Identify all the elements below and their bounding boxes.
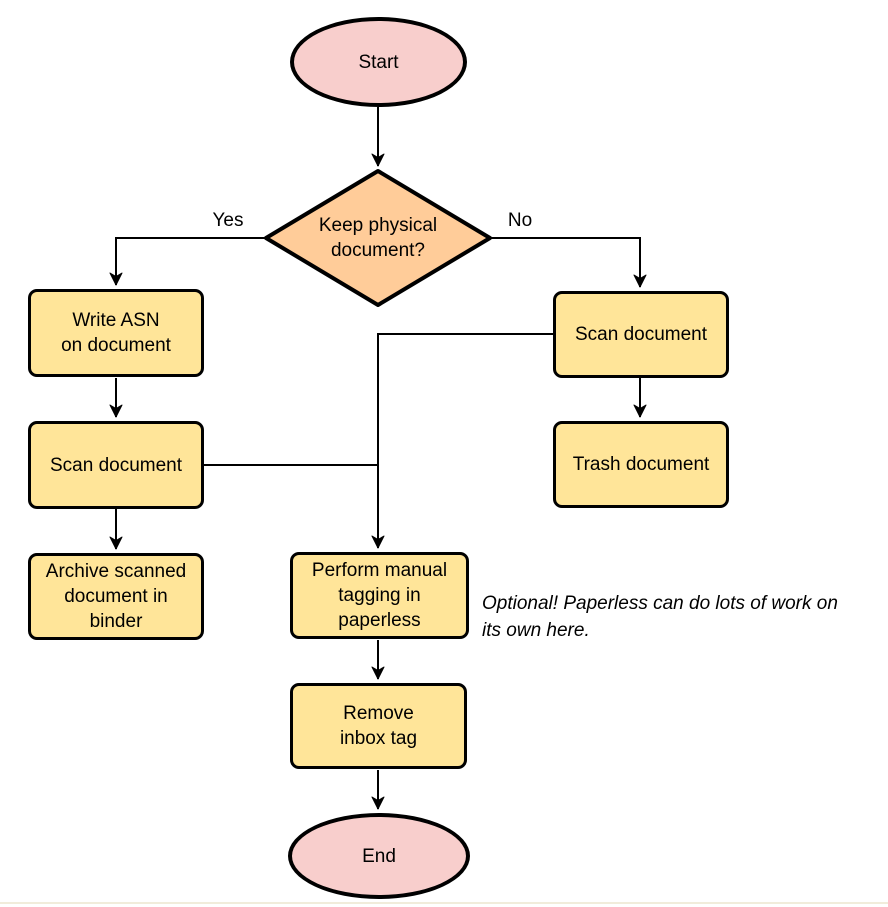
edge-decision-yes-to-write-asn xyxy=(109,237,265,286)
edge-label-no: No xyxy=(507,210,533,231)
process-scan-document-left: Scan document xyxy=(28,421,204,509)
process-scan-document-right: Scan document xyxy=(553,291,729,378)
process-trash-document-label: Trash document xyxy=(572,454,710,475)
process-scan-document-right-label: Scan document xyxy=(574,324,708,345)
optional-note: Optional! Paperless can do lots of work … xyxy=(482,593,838,641)
end-node-label: End xyxy=(362,845,396,867)
process-archive-binder-label: Archive scanned document in binder xyxy=(45,561,187,632)
decision-node: Keep physical document? xyxy=(266,188,490,288)
process-write-asn-label: Write ASN on document xyxy=(61,310,171,356)
edge-label-yes: Yes xyxy=(212,210,244,231)
process-trash-document: Trash document xyxy=(553,421,729,508)
bottom-divider xyxy=(0,902,888,904)
process-write-asn: Write ASN on document xyxy=(28,289,204,377)
process-manual-tagging-label: Perform manual tagging in paperless xyxy=(311,560,448,631)
decision-diamond-shape xyxy=(264,169,492,307)
process-remove-inbox-tag: Remove inbox tag xyxy=(290,683,467,769)
start-node-label: Start xyxy=(358,51,399,73)
process-remove-inbox-tag-label: Remove inbox tag xyxy=(339,703,418,749)
process-archive-binder: Archive scanned document in binder xyxy=(28,553,204,640)
end-node: End xyxy=(288,813,470,899)
start-node: Start xyxy=(290,17,467,107)
edge-decision-no-to-scan-right xyxy=(490,237,647,288)
process-manual-tagging: Perform manual tagging in paperless xyxy=(290,552,469,639)
decision-node-label: Keep physical document? xyxy=(318,215,438,261)
process-scan-document-left-label: Scan document xyxy=(49,454,183,476)
edge-scan-right-to-tagging xyxy=(371,333,553,549)
